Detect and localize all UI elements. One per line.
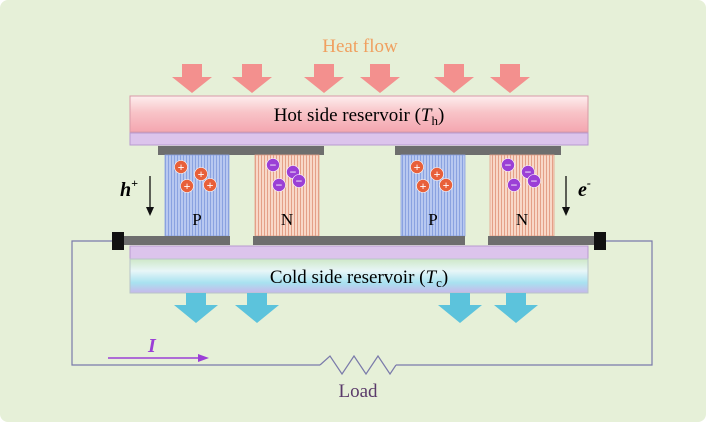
current-arrowhead	[198, 354, 209, 362]
heat-arrow	[360, 64, 400, 93]
svg-text:−: −	[511, 178, 518, 192]
svg-text:−: −	[525, 165, 532, 179]
svg-text:−: −	[290, 165, 297, 179]
hole-carrier: +	[194, 167, 208, 181]
cold-arrow	[438, 293, 482, 323]
electron-carrier: −	[292, 174, 306, 188]
leg-type-label: P	[428, 210, 437, 229]
svg-text:−: −	[296, 174, 303, 188]
svg-text:+: +	[420, 179, 427, 193]
load-resistor	[319, 354, 397, 376]
p-type-leg	[164, 154, 230, 237]
electron-arrowhead	[562, 207, 570, 216]
hot-side-reservoir	[129, 95, 589, 133]
cold-reservoir-label: Cold side reservoir (Tc)	[270, 267, 448, 290]
svg-text:−: −	[505, 158, 512, 172]
hole-carrier: +	[203, 178, 217, 192]
leg-type-label: P	[192, 210, 201, 229]
heat-arrow	[172, 64, 212, 93]
current-label: I	[147, 335, 157, 357]
hole-carrier: +	[174, 160, 188, 174]
leg-type-label: N	[281, 210, 293, 229]
electron-carrier: −	[501, 158, 515, 172]
heat-flow-arrows	[172, 64, 530, 93]
hole-carrier: +	[430, 167, 444, 181]
svg-text:+: +	[178, 160, 185, 174]
svg-text:+: +	[443, 178, 450, 192]
svg-text:−: −	[276, 178, 283, 192]
electron-carrier: −	[272, 178, 286, 192]
n-type-leg	[254, 154, 320, 237]
electron-label: e-	[578, 176, 591, 201]
svg-text:+: +	[207, 178, 214, 192]
svg-text:+: +	[414, 160, 421, 174]
heat-flow-title: Heat flow	[322, 36, 398, 57]
top-electrode-right	[395, 146, 561, 155]
terminal-right	[594, 232, 606, 250]
n-type-leg	[489, 154, 555, 237]
cold-arrow	[174, 293, 218, 323]
svg-text:+: +	[198, 167, 205, 181]
hole-carrier: +	[439, 178, 453, 192]
heat-arrow	[304, 64, 344, 93]
hot-ceramic-plate	[129, 132, 589, 146]
cold-arrow	[235, 293, 279, 323]
electron-carrier: −	[507, 178, 521, 192]
cold-side-reservoir	[129, 258, 589, 294]
svg-text:−: −	[531, 174, 538, 188]
svg-text:+: +	[434, 167, 441, 181]
cold-ceramic-plate	[129, 245, 589, 260]
hole-carrier: +	[180, 179, 194, 193]
terminal-left	[112, 232, 124, 250]
hot-reservoir-label: Hot side reservoir (Th)	[274, 105, 445, 128]
electron-carrier: −	[266, 158, 280, 172]
hole-carrier: +	[410, 160, 424, 174]
bottom-electrode-right	[488, 236, 594, 245]
leg-type-label: N	[516, 210, 528, 229]
heat-arrow	[490, 64, 530, 93]
top-electrode-left	[158, 146, 324, 155]
heat-arrow	[434, 64, 474, 93]
bottom-electrode-left	[124, 236, 230, 245]
thermoelectric-legs: P++++N−−−−P++++N−−−−	[164, 154, 555, 237]
circuit-wire-left	[71, 240, 320, 366]
hole-carrier: +	[416, 179, 430, 193]
hole-label: h+	[120, 176, 138, 201]
load-label: Load	[338, 381, 378, 402]
bottom-electrode-middle	[253, 236, 465, 245]
cold-flow-arrows	[174, 293, 538, 323]
hole-arrowhead	[146, 207, 154, 216]
svg-text:+: +	[184, 179, 191, 193]
cold-arrow	[494, 293, 538, 323]
heat-arrow	[232, 64, 272, 93]
svg-text:−: −	[270, 158, 277, 172]
circuit-wire-right	[396, 240, 653, 366]
electron-carrier: −	[527, 174, 541, 188]
